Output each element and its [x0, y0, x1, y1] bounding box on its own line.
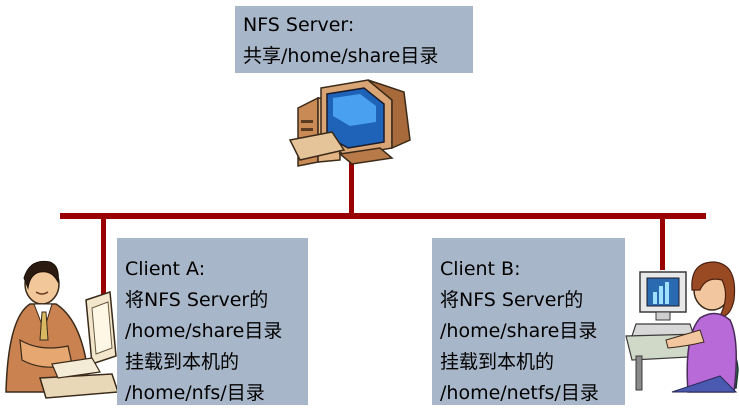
client-b-label: Client B: 将NFS Server的 /home/share目录 挂载到… — [432, 238, 625, 405]
client-b-line-2: /home/share目录 — [440, 320, 598, 342]
client-a-drop-line — [101, 216, 106, 300]
client-b-drop-line — [660, 216, 665, 270]
client-a-line-2: /home/share目录 — [125, 320, 283, 342]
server-drop-line — [349, 160, 354, 216]
client-b-title: Client B: — [440, 258, 521, 280]
client-b-line-4: /home/netfs/目录 — [440, 382, 599, 404]
client-a-line-3: 挂载到本机的 — [125, 351, 240, 373]
client-a-line-1: 将NFS Server的 — [125, 289, 269, 311]
client-a-line-4: /home/nfs/目录 — [125, 382, 265, 404]
businessman-at-computer-icon — [5, 260, 120, 399]
server-computer-icon — [288, 79, 411, 167]
woman-at-computer-icon — [625, 261, 739, 393]
client-a-title: Client A: — [125, 258, 206, 280]
server-title: NFS Server: — [243, 14, 355, 36]
client-b-line-1: 将NFS Server的 — [440, 289, 584, 311]
client-a-label: Client A: 将NFS Server的 /home/share目录 挂载到… — [117, 238, 308, 405]
nfs-server-label: NFS Server: 共享/home/share目录 — [235, 6, 473, 73]
server-description: 共享/home/share目录 — [243, 45, 439, 67]
client-b-line-3: 挂载到本机的 — [440, 351, 555, 373]
network-bus-line — [60, 213, 706, 219]
